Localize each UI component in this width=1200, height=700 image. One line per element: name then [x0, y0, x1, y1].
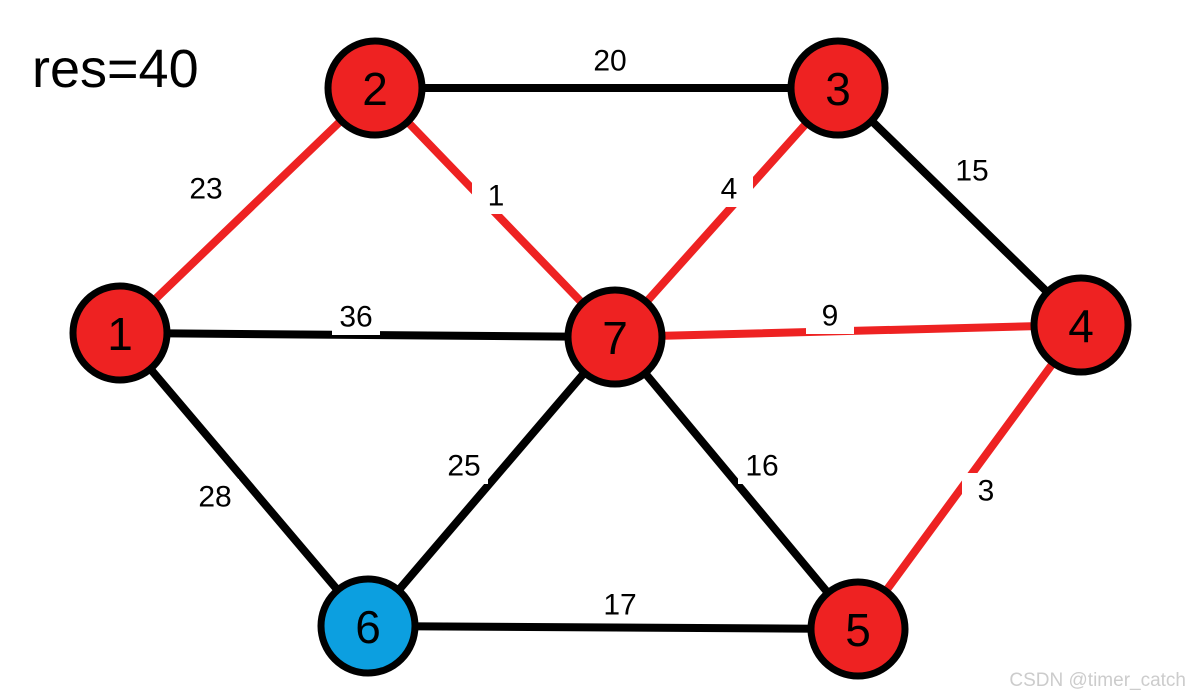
node-label-3: 3 — [825, 63, 851, 115]
edge-label-backdrop — [806, 298, 854, 334]
edge-3-7 — [611, 84, 842, 341]
graph-node-7[interactable]: 7 — [564, 286, 666, 388]
edge-label-backdrop — [332, 299, 380, 335]
edge-label-backdrop — [596, 587, 644, 623]
node-circle-5[interactable] — [807, 578, 909, 680]
edge-weight-text: 3 — [978, 475, 995, 508]
edge-3-4 — [834, 84, 1085, 329]
edge-weight-label-6-7: 25 — [440, 448, 488, 484]
edge-label-backdrop — [182, 171, 230, 207]
edge-weight-label-2-7: 1 — [472, 178, 520, 214]
edge-weight-label-3-7: 4 — [705, 171, 753, 207]
graph-node-4[interactable]: 4 — [1030, 274, 1132, 376]
edge-weight-text: 9 — [822, 300, 839, 333]
graph-node-2[interactable]: 2 — [324, 37, 426, 139]
edge-weight-label-1-2: 23 — [182, 171, 230, 207]
edge-label-backdrop — [948, 153, 996, 189]
edge-weight-label-7-4: 9 — [806, 298, 854, 334]
node-label-6: 6 — [355, 601, 381, 653]
edge-6-7 — [364, 333, 619, 630]
graph-node-6[interactable]: 6 — [317, 575, 419, 677]
edge-label-backdrop — [586, 43, 634, 79]
result-label: res=40 — [32, 39, 199, 99]
edge-weight-label-1-6: 28 — [191, 479, 239, 515]
node-circle-4[interactable] — [1030, 274, 1132, 376]
edge-1-6 — [116, 329, 372, 630]
edge-weight-label-7-5: 16 — [738, 448, 786, 484]
edge-weight-label-6-5: 17 — [596, 587, 644, 623]
graph-node-1[interactable]: 1 — [69, 282, 171, 384]
node-label-1: 1 — [107, 308, 133, 360]
graph-node-5[interactable]: 5 — [807, 578, 909, 680]
edge-weight-label-2-3: 20 — [586, 43, 634, 79]
node-circle-7[interactable] — [564, 286, 666, 388]
edge-weight-text: 28 — [198, 481, 231, 514]
edge-weight-text: 36 — [339, 301, 372, 334]
node-circle-3[interactable] — [787, 37, 889, 139]
edge-weight-text: 25 — [447, 450, 480, 483]
edge-weight-label-4-5: 3 — [962, 473, 1010, 509]
graph-node-3[interactable]: 3 — [787, 37, 889, 139]
edge-weight-text: 17 — [603, 589, 636, 622]
node-circle-6[interactable] — [317, 575, 419, 677]
edge-weight-text: 23 — [189, 173, 222, 206]
edge-1-2 — [116, 84, 379, 337]
edge-label-backdrop — [440, 448, 488, 484]
edge-weight-text: 15 — [955, 155, 988, 188]
edge-label-backdrop — [191, 479, 239, 515]
edge-7-5 — [611, 333, 862, 633]
node-circle-2[interactable] — [324, 37, 426, 139]
edge-weight-text: 16 — [745, 450, 778, 483]
node-label-7: 7 — [602, 312, 628, 364]
node-circle-1[interactable] — [69, 282, 171, 384]
edge-weight-label-1-7: 36 — [332, 299, 380, 335]
node-label-4: 4 — [1068, 300, 1094, 352]
watermark-text: CSDN @timer_catch — [1009, 670, 1186, 691]
node-label-2: 2 — [362, 63, 388, 115]
edge-label-backdrop — [472, 178, 520, 214]
edge-weight-text: 20 — [593, 45, 626, 78]
node-label-5: 5 — [845, 604, 871, 656]
edge-label-backdrop — [738, 448, 786, 484]
edge-label-backdrop — [705, 171, 753, 207]
edge-6-5 — [364, 622, 862, 633]
edge-label-backdrop — [962, 473, 1010, 509]
edge-weight-text: 4 — [721, 173, 738, 206]
edge-weight-text: 1 — [488, 180, 505, 213]
edge-weight-label-3-4: 15 — [948, 153, 996, 189]
